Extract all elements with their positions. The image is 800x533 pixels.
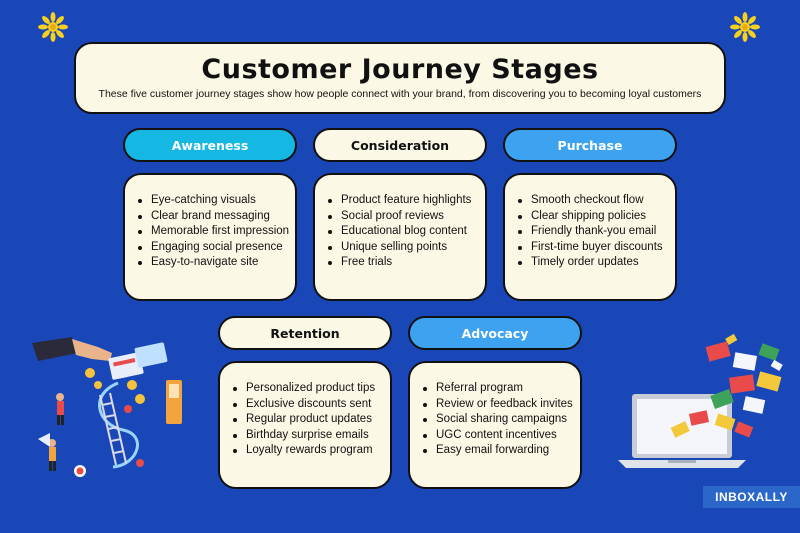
list-item: Free trials (327, 255, 475, 271)
list-item: Easy email forwarding (422, 443, 570, 459)
stage-label-awareness: Awareness (123, 128, 297, 162)
stage-card-consideration: Product feature highlights Social proof … (313, 173, 487, 301)
list-item: Eye-catching visuals (137, 193, 285, 209)
list-item: Easy-to-navigate site (137, 255, 285, 271)
list-item: UGC content incentives (422, 428, 570, 444)
laptop-email-illustration (618, 333, 783, 468)
list-item: Referral program (422, 381, 570, 397)
list-item: Product feature highlights (327, 193, 475, 209)
sun-icon (730, 12, 760, 42)
stage-card-awareness: Eye-catching visuals Clear brand messagi… (123, 173, 297, 301)
list-item: Loyalty rewards program (232, 443, 380, 459)
list-item: First-time buyer discounts (517, 240, 665, 256)
list-item: Personalized product tips (232, 381, 380, 397)
list-item: Smooth checkout flow (517, 193, 665, 209)
marketing-illustration (32, 337, 182, 477)
stage-label-retention: Retention (218, 316, 392, 350)
header-box: Customer Journey Stages These five custo… (74, 42, 726, 114)
brand-logo: INBOXALLY (703, 486, 800, 508)
stage-label-advocacy: Advocacy (408, 316, 582, 350)
stage-card-purchase: Smooth checkout flow Clear shipping poli… (503, 173, 677, 301)
list-item: Clear shipping policies (517, 209, 665, 225)
list-item: Exclusive discounts sent (232, 397, 380, 413)
list-item: Regular product updates (232, 412, 380, 428)
list-item: Review or feedback invites (422, 397, 573, 413)
stage-label-consideration: Consideration (313, 128, 487, 162)
list-item: Engaging social presence (137, 240, 285, 256)
list-item: Social sharing campaigns (422, 412, 570, 428)
list-item: Educational blog content (327, 224, 475, 240)
stage-card-retention: Personalized product tips Exclusive disc… (218, 361, 392, 489)
sun-icon (38, 12, 68, 42)
list-item: Friendly thank-you email (517, 224, 665, 240)
list-item: Unique selling points (327, 240, 475, 256)
stage-label-purchase: Purchase (503, 128, 677, 162)
page-title: Customer Journey Stages (201, 54, 599, 85)
list-item: Clear brand messaging (137, 209, 285, 225)
list-item: Timely order updates (517, 255, 665, 271)
list-item: Birthday surprise emails (232, 428, 380, 444)
page-subtitle: These five customer journey stages show … (98, 88, 702, 100)
list-item: Memorable first impression (137, 224, 289, 240)
list-item: Social proof reviews (327, 209, 475, 225)
stage-card-advocacy: Referral program Review or feedback invi… (408, 361, 582, 489)
